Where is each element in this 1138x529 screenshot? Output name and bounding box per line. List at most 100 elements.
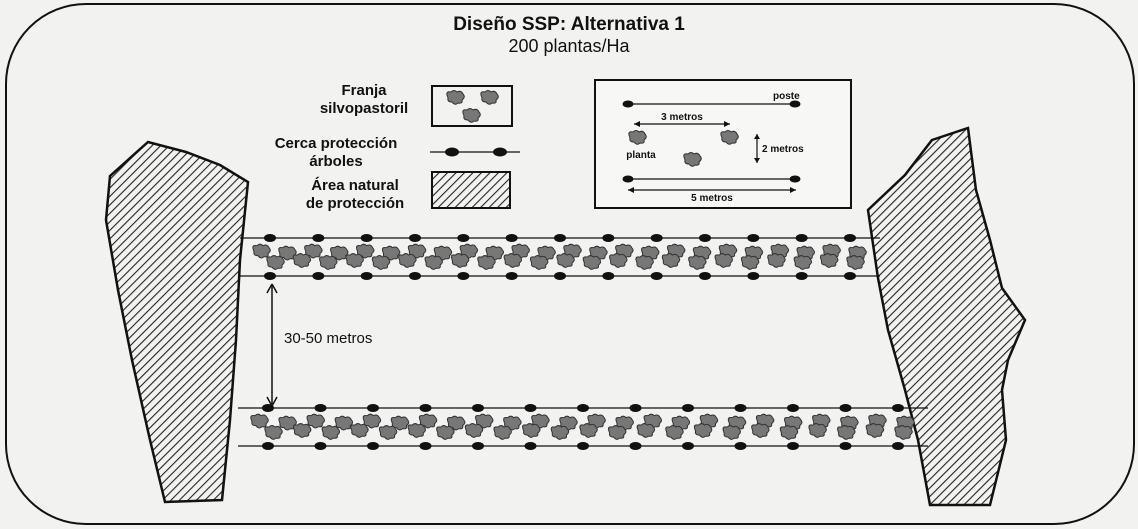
fence-post	[262, 404, 274, 412]
legend-fence-post	[445, 147, 459, 157]
plant-icon	[688, 255, 707, 270]
fence-post	[844, 234, 856, 242]
inset-5m-label: 5 metros	[691, 193, 733, 204]
legend-silvopastoril-line2: silvopastoril	[320, 100, 408, 117]
inset-poste-label: poste	[773, 91, 800, 102]
protection-area-right	[866, 126, 1027, 507]
fence-post	[419, 442, 432, 450]
fence-post	[795, 234, 808, 242]
fence-post	[505, 234, 518, 242]
plant-icon	[636, 423, 656, 438]
silvopastoral-strip-bottom	[238, 404, 928, 450]
plant-icon	[371, 255, 391, 270]
fence-post	[262, 442, 274, 450]
plant-icon	[464, 423, 484, 438]
fence-post	[472, 404, 484, 412]
fence-post	[682, 442, 694, 450]
inset-detail: poste 3 metros planta 2 metros 5 metros	[594, 79, 852, 209]
fence-post	[314, 442, 327, 450]
legend-cerca-line1: Cerca protección	[275, 135, 398, 152]
diagram-subtitle: 200 plantas/Ha	[508, 36, 630, 56]
fence-post	[682, 404, 694, 412]
fence-post	[650, 272, 663, 280]
fence-post	[844, 272, 856, 280]
protection-area-left	[104, 140, 250, 504]
legend-silvopastoril-line1: Franja	[341, 82, 387, 99]
plant-icon	[837, 425, 856, 440]
plant-icon	[266, 255, 285, 270]
plant-icon	[292, 253, 312, 268]
fence-post	[264, 272, 276, 280]
diagram-title: Diseño SSP: Alternativa 1	[453, 14, 685, 35]
plant-icon	[607, 425, 627, 440]
plant-icon	[345, 253, 364, 268]
plant-icon	[609, 253, 628, 268]
inset-3m-label: 3 metros	[661, 112, 703, 123]
plant-icon	[865, 423, 885, 438]
fence-post	[409, 272, 421, 280]
inset-post	[622, 175, 634, 183]
legend-cerca-line2: árboles	[309, 153, 362, 170]
plant-icon	[846, 255, 865, 270]
fence-post	[409, 234, 421, 242]
plant-icon	[714, 253, 733, 268]
fence-post	[629, 442, 642, 450]
fence-post	[699, 234, 711, 242]
fence-post	[892, 442, 904, 450]
inset-planta-label: planta	[626, 150, 656, 161]
fence-post	[650, 234, 663, 242]
plant-icon	[319, 255, 338, 270]
spacing-label: 30-50 metros	[284, 330, 372, 347]
plant-icon	[477, 255, 496, 270]
plant-icon	[398, 253, 417, 268]
plant-icon	[424, 255, 443, 270]
fence-post	[457, 234, 470, 242]
plant-icon	[722, 425, 741, 440]
plant-icon	[556, 253, 575, 268]
inset-2m-label: 2 metros	[762, 144, 804, 155]
plant-icon	[350, 423, 369, 438]
plant-icon	[635, 255, 654, 270]
plant-icon	[740, 255, 760, 270]
fence-post	[577, 404, 589, 412]
fence-post	[554, 234, 566, 242]
fence-post	[629, 404, 642, 412]
plant-icon	[503, 253, 523, 268]
fence-post	[577, 442, 589, 450]
fence-post	[360, 234, 373, 242]
plant-icon	[378, 425, 398, 440]
fence-post	[839, 404, 852, 412]
plant-icon	[779, 425, 799, 440]
fence-post	[734, 442, 747, 450]
legend-area-line1: Área natural	[311, 177, 399, 194]
plant-icon	[292, 423, 312, 438]
plant-icon	[306, 413, 325, 429]
plant-icon	[793, 255, 813, 270]
fence-post	[602, 272, 615, 280]
fence-post	[787, 442, 799, 450]
plant-icon	[522, 423, 541, 438]
plant-icon	[493, 425, 512, 440]
plant-icon	[661, 253, 681, 268]
fence-post	[367, 442, 379, 450]
fence-post	[795, 272, 808, 280]
silvopastoral-strip-top	[240, 234, 880, 280]
plant-icon	[693, 423, 713, 438]
fence-post	[505, 272, 518, 280]
fence-post	[602, 234, 615, 242]
plant-icon	[819, 253, 839, 268]
plant-icon	[252, 243, 271, 259]
plant-icon	[894, 425, 913, 440]
plant-icon	[250, 413, 269, 429]
plant-icon	[450, 253, 470, 268]
fence-post	[312, 272, 325, 280]
fence-post	[699, 272, 711, 280]
plant-icon	[665, 425, 684, 440]
plant-icon	[751, 423, 770, 438]
fence-post	[419, 404, 432, 412]
legend-area-swatch	[431, 171, 511, 209]
fence-post	[312, 234, 325, 242]
fence-post	[747, 234, 760, 242]
fence-post	[360, 272, 373, 280]
